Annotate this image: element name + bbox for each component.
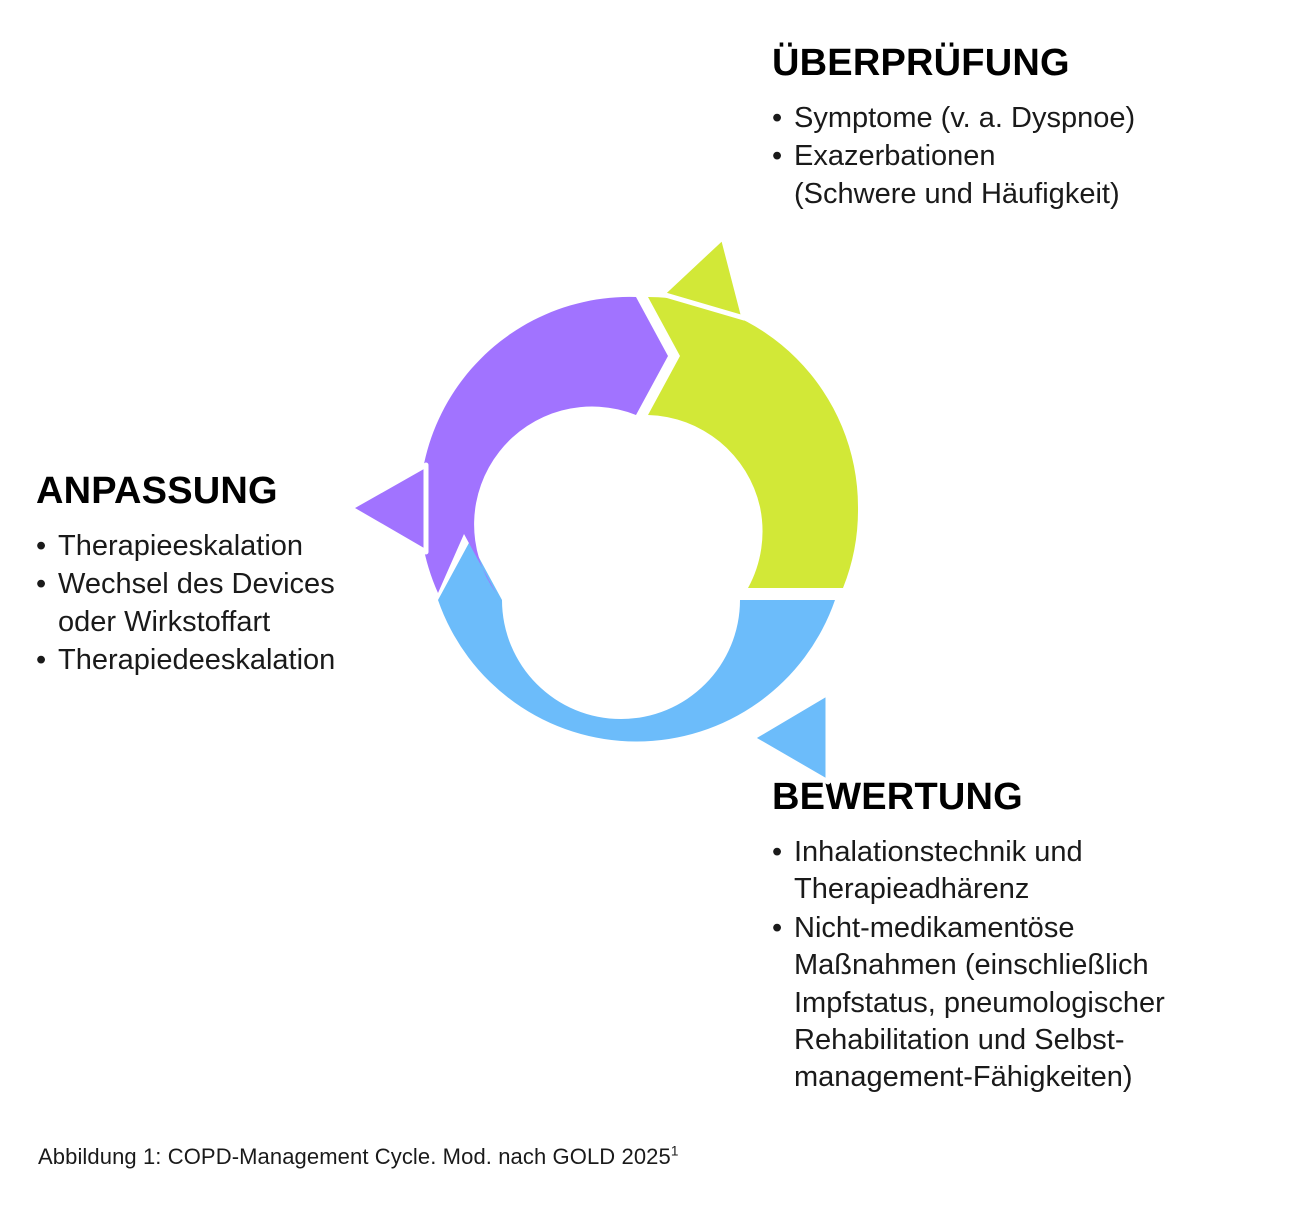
list-item: Therapieeskalation [36,528,366,566]
bullet-list-adjust: Therapieeskalation Wechsel des Devicesod… [36,528,366,680]
figure-caption-text: Abbildung 1: COPD-Management Cycle. Mod.… [38,1144,671,1169]
stage-title-review: ÜBERPRÜFUNG [772,42,1070,84]
cycle-segment-adjust [419,296,668,593]
figure-caption-superscript: 1 [670,1143,679,1159]
list-item: Therapiedeeskalation [36,642,366,680]
figure-caption: Abbildung 1: COPD-Management Cycle. Mod.… [38,1144,679,1170]
stage-block-review: ÜBERPRÜFUNG Symptome (v. a. Dyspnoe) Exa… [772,42,1242,214]
list-item: Symptome (v. a. Dyspnoe) [772,100,1242,138]
stage-title-adjust: ANPASSUNG [36,470,278,512]
stage-block-adjust: ANPASSUNG Therapieeskalation Wechsel des… [36,470,366,681]
cycle-arrow-review [659,234,747,321]
copd-cycle-diagram [347,234,859,785]
stage-block-assess: BEWERTUNG Inhalationstechnik undTherapie… [772,776,1212,1098]
cycle-segment-review [648,297,859,588]
stage-title-assess: BEWERTUNG [772,776,1023,818]
bullet-list-review: Symptome (v. a. Dyspnoe) Exazerbationen(… [772,100,1242,213]
cycle-segment-assess [438,541,835,742]
cycle-arrow-assess [749,690,831,785]
cycle-arrow-adjust [347,462,429,555]
list-item: Exazerbationen(Schwere und Häufigkeit) [772,138,1242,213]
